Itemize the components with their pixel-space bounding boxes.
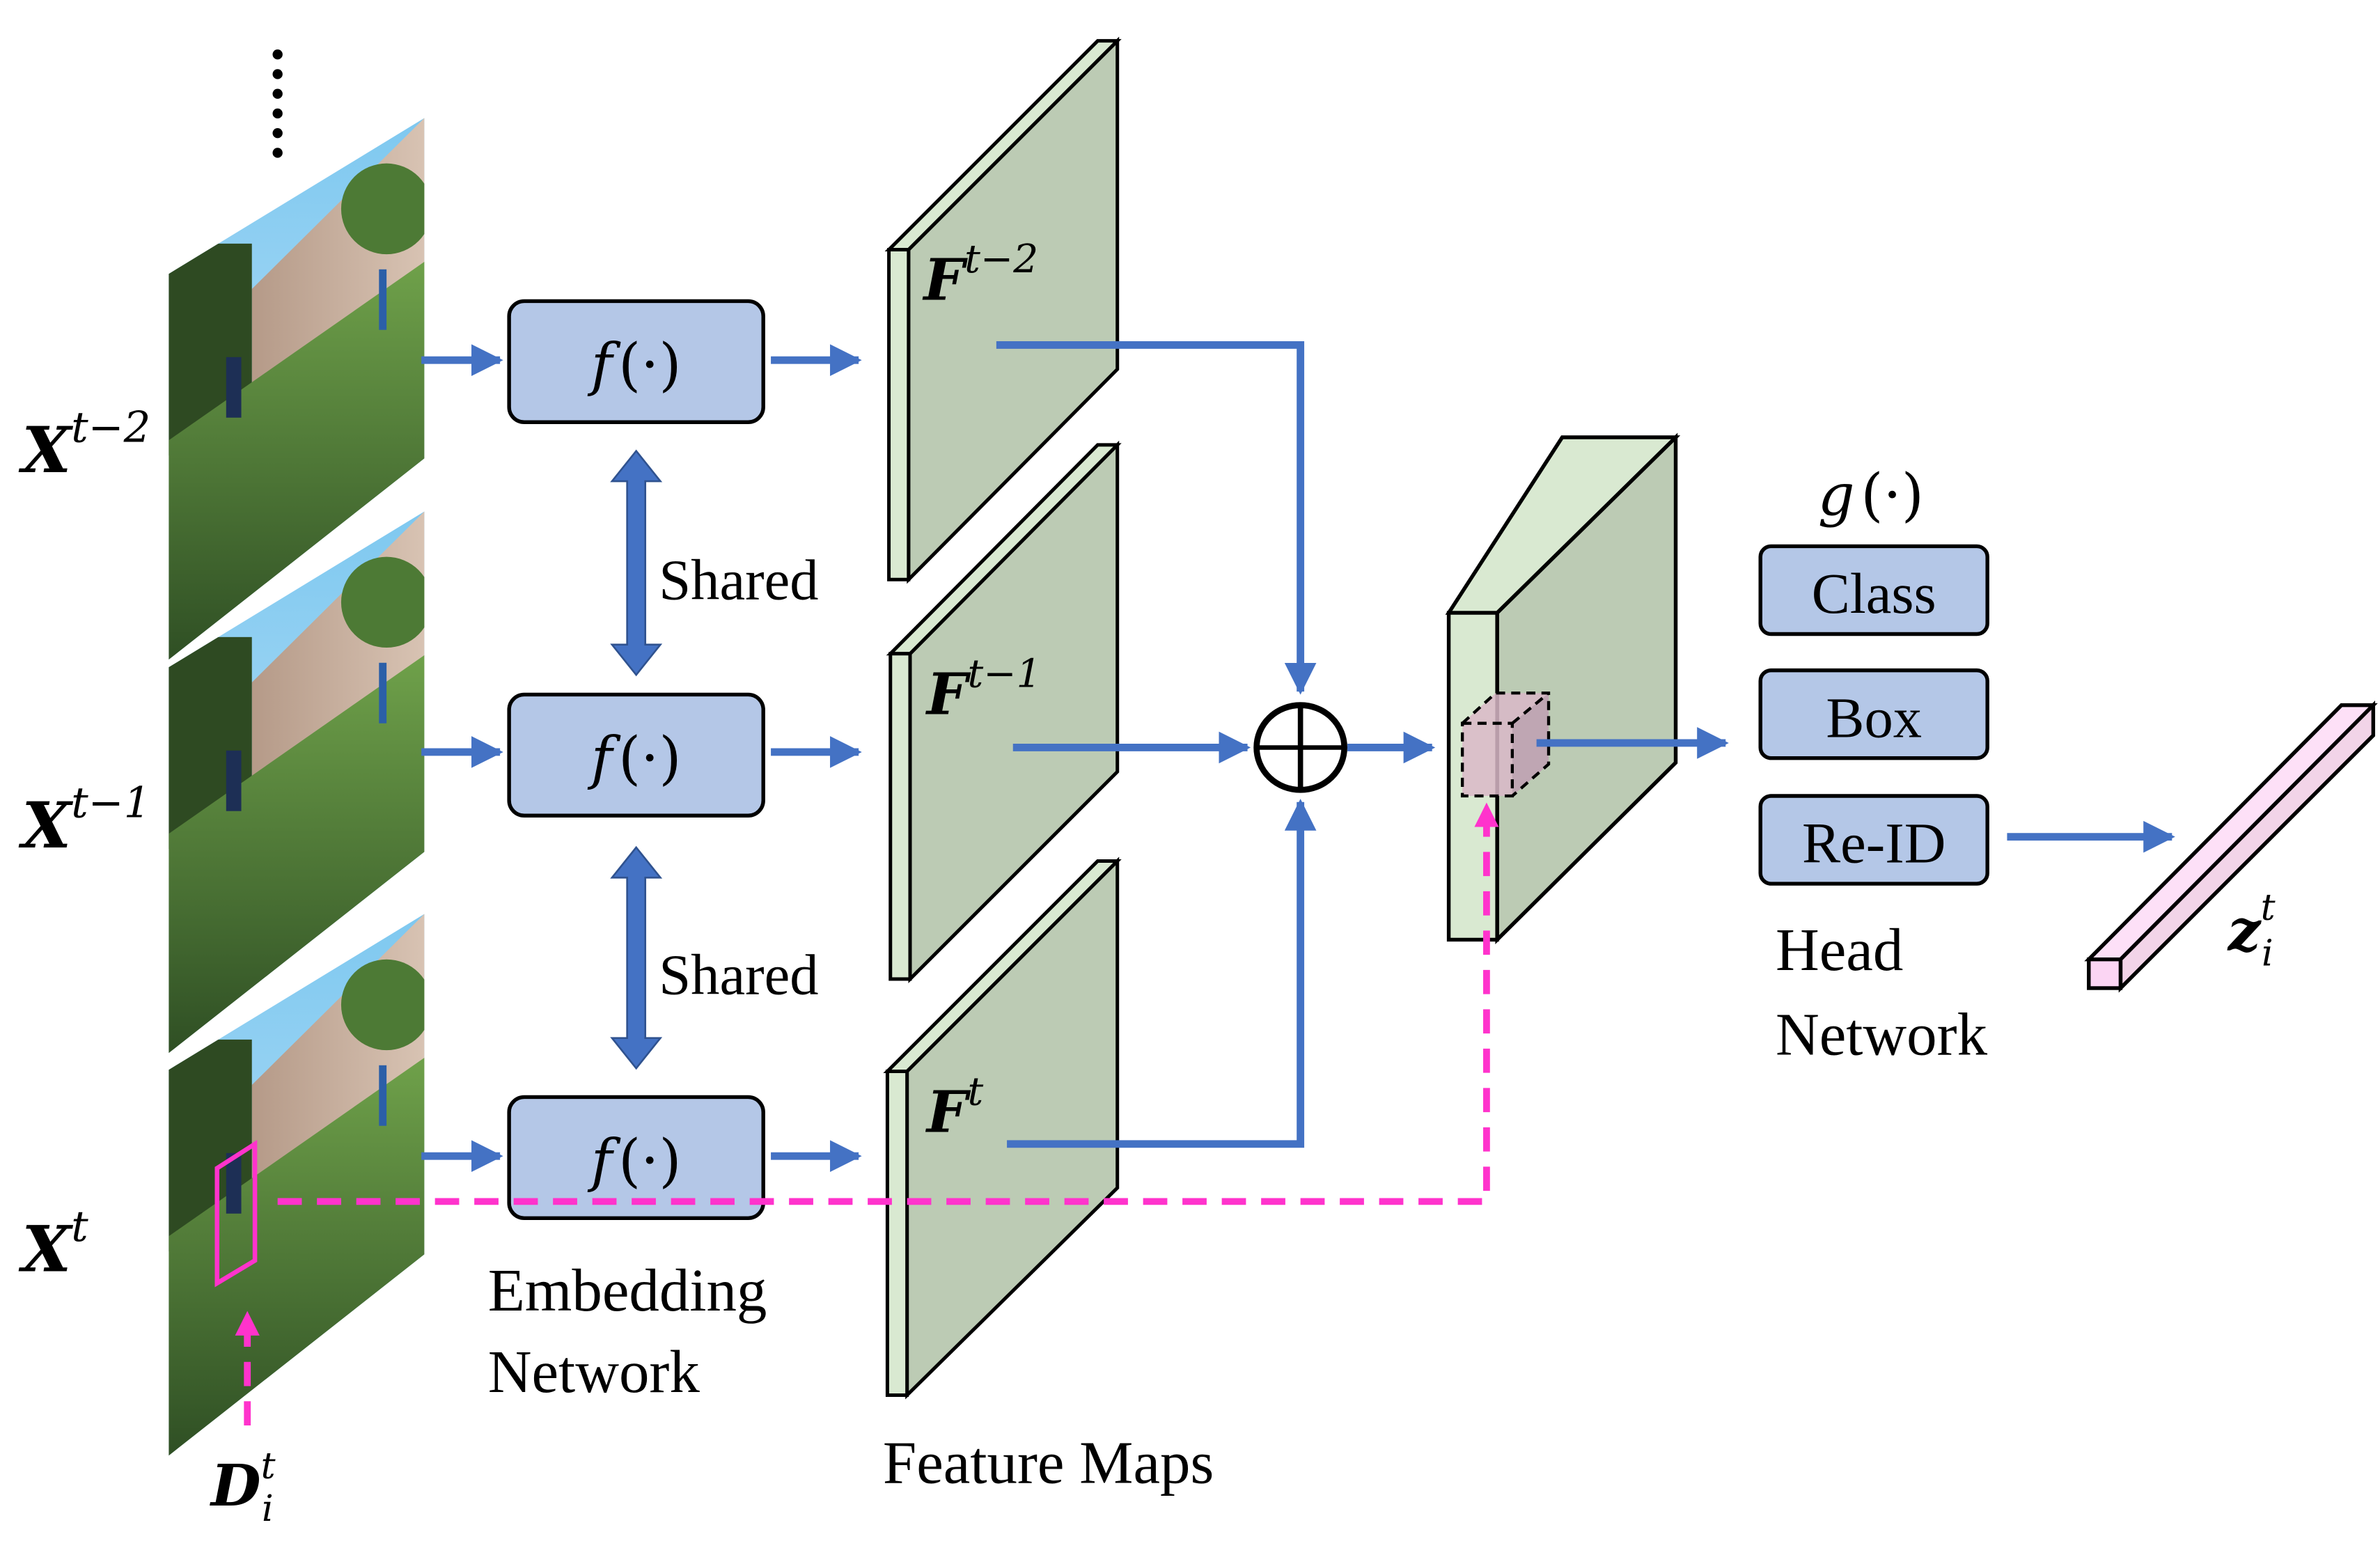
feature-map-label-t: Ft bbox=[925, 1069, 984, 1146]
head-branch-reid: Re-ID bbox=[1758, 794, 1989, 886]
frame-label-t-minus-1: Xt−1 bbox=[18, 779, 150, 862]
feature-map-label-t-minus-2: Ft−2 bbox=[923, 237, 1039, 313]
head-branch-class: Class bbox=[1758, 544, 1989, 636]
feature-map-2 bbox=[883, 857, 1122, 1400]
feature-map-1 bbox=[886, 440, 1122, 983]
detection-projection-path bbox=[277, 802, 1499, 1205]
frame-label-t-minus-2: Xt−2 bbox=[18, 404, 150, 487]
more-frames-ellipsis bbox=[272, 49, 283, 158]
roi-feature-cube bbox=[1460, 691, 1551, 798]
embedding-network-title: Embedding bbox=[488, 1257, 767, 1324]
embedding-box-1: f(·) bbox=[507, 692, 765, 818]
embedding-network-title-line2: Network bbox=[488, 1338, 700, 1405]
detection-bounding-box bbox=[214, 1139, 258, 1288]
connector-map0-to-fusion bbox=[996, 341, 1317, 695]
feature-map-label-t-minus-1: Ft−1 bbox=[925, 652, 1042, 728]
svg-text:f(·): f(·) bbox=[587, 725, 682, 792]
feature-map-0 bbox=[884, 36, 1122, 584]
shared-label-top: Shared bbox=[659, 548, 818, 612]
embedding-box-2: f(·) bbox=[507, 1095, 765, 1220]
svg-text:Box: Box bbox=[1826, 685, 1922, 749]
svg-text:Class: Class bbox=[1812, 561, 1936, 625]
shared-weights-arrow-bottom bbox=[610, 845, 663, 1070]
head-branch-box: Box bbox=[1758, 668, 1989, 760]
head-network-title: Head bbox=[1776, 916, 1903, 983]
shared-label-bottom: Shared bbox=[659, 943, 818, 1007]
head-network-title-line2: Network bbox=[1776, 1001, 1988, 1068]
svg-text:f(·): f(·) bbox=[587, 331, 682, 398]
head-function-label: g(·) bbox=[1818, 462, 1924, 529]
svg-text:f(·): f(·) bbox=[587, 1127, 682, 1194]
connector-map2-to-fusion bbox=[1007, 799, 1317, 1148]
reid-embedding-vector bbox=[2084, 701, 2378, 993]
feature-maps-title: Feature Maps bbox=[883, 1430, 1214, 1496]
embedding-box-0: f(·) bbox=[507, 299, 765, 424]
fusion-sum-icon bbox=[1253, 702, 1347, 793]
frame-label-t: Xt bbox=[18, 1203, 88, 1286]
svg-text:Re-ID: Re-ID bbox=[1802, 811, 1946, 875]
shared-weights-arrow-top bbox=[610, 449, 663, 677]
fused-feature-map bbox=[1445, 432, 1681, 944]
